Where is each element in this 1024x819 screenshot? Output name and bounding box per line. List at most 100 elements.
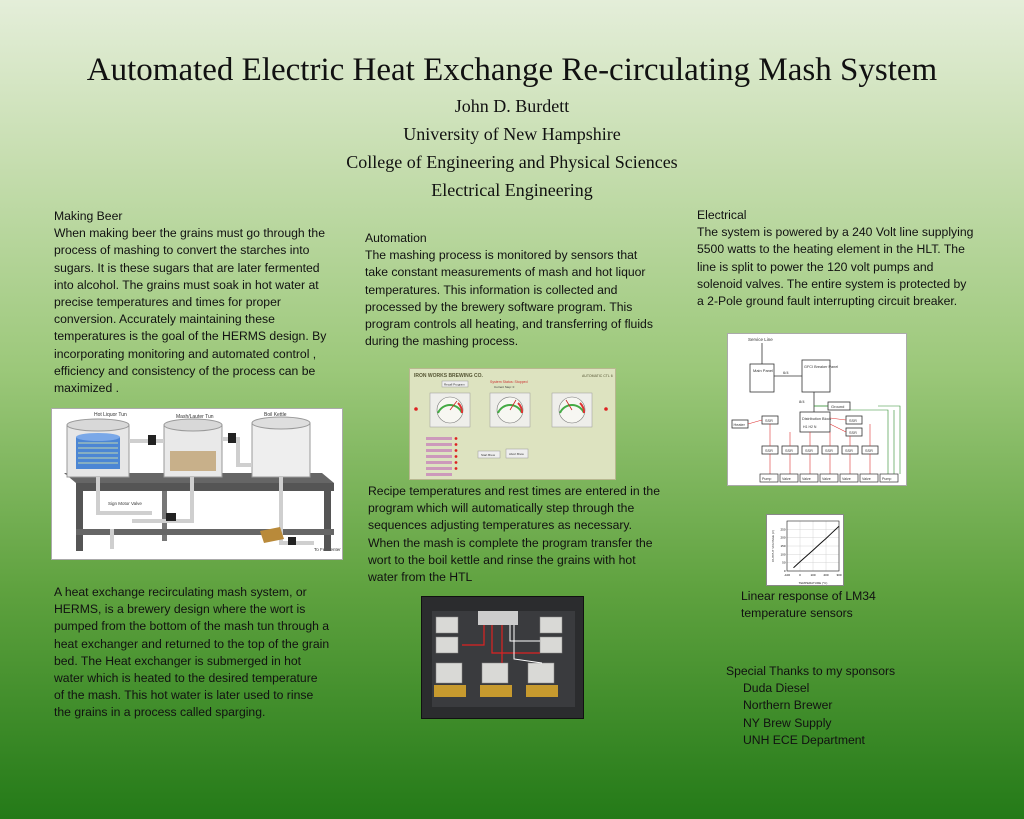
boil-kettle: [251, 422, 311, 478]
x-axis-label: TEMPERATURE (°C): [799, 581, 828, 585]
y-tick-label: 100: [780, 552, 785, 556]
gfci-label: GFCI Breaker Panel: [804, 365, 838, 369]
automation-heading: Automation: [365, 231, 427, 245]
ssr-label: SSR: [805, 449, 813, 453]
sponsor-item: UNH ECE Department: [743, 732, 865, 747]
start-brew-button[interactable]: [477, 450, 501, 459]
ssr-label: SSR: [825, 449, 833, 453]
valve-label: Valve: [862, 477, 871, 481]
frame-leg: [76, 491, 83, 551]
gauge-mash: [489, 392, 531, 428]
ssr-label: SSR: [849, 419, 857, 423]
dist-label: Distribution Block: [802, 417, 831, 421]
y-tick-label: 0: [784, 569, 786, 573]
grain-bed: [170, 451, 216, 471]
automation-section: Automation The mashing process is monito…: [365, 230, 660, 350]
wiring-diagram: Service Line Main Panel 6/4 GFCI Breaker…: [727, 333, 907, 486]
x-tick-label: 200: [823, 573, 828, 577]
y-tick-label: 250: [780, 527, 785, 531]
heat-exchanger-coil: [78, 442, 118, 464]
gauge-hlt: [429, 392, 471, 428]
wiring-svg: Service Line Main Panel 6/4 GFCI Breaker…: [731, 337, 901, 483]
green-wiring: [850, 405, 901, 474]
herms-diagram-svg: Hot Liquor Tun Mash/Lauter Tun Boil Kett…: [64, 412, 341, 552]
department: Electrical Engineering: [431, 180, 593, 200]
herms-section: A heat exchange recirculating mash syste…: [54, 584, 330, 722]
pump-label: Pump: [882, 477, 891, 481]
start-brew-label: Start Brew: [481, 453, 496, 457]
recall-program-label: Recall Program: [444, 383, 465, 387]
sponsor-item: Duda Diesel: [743, 681, 810, 696]
ground-label: Ground: [831, 404, 844, 409]
heat-sinks: [434, 685, 558, 697]
series-line: [793, 525, 840, 569]
valve-label: Valve: [802, 477, 811, 481]
valve-handle: [166, 513, 176, 521]
thanks-heading: Special Thanks to my sponsors: [726, 664, 896, 678]
boil-lid: [251, 416, 311, 430]
white-wires: [509, 625, 543, 664]
abort-brew-button[interactable]: [505, 448, 529, 459]
sponsor-item: NY Brew Supply: [743, 715, 832, 730]
y-axis-label: OUTPUT VOLTAGE (V): [771, 530, 775, 562]
automation-body: The mashing process is monitored by sens…: [365, 248, 653, 349]
ssr-row: [761, 445, 879, 455]
pump-label: Pump: [762, 477, 771, 481]
frame-lower-rail: [76, 529, 334, 535]
gfci-panel: [801, 359, 831, 393]
red-wires: [462, 625, 540, 663]
distribution-block: [799, 411, 831, 433]
software-mode: AUTOMATIC CTL 6: [582, 374, 613, 378]
terminal-block: [478, 611, 518, 625]
gauge-boil: [551, 392, 593, 428]
heater-label: Heater: [734, 423, 746, 427]
university: University of New Hampshire: [403, 124, 621, 144]
frame-leg: [324, 491, 331, 551]
ssr-label: SSR: [849, 431, 857, 435]
dist-sub-label: H1 H2 N: [803, 425, 817, 429]
frame-leg: [162, 491, 167, 541]
lm34-chart: OUTPUT VOLTAGE (V) TEMPERATURE (°C) -100…: [766, 514, 844, 586]
pipes: [96, 437, 314, 549]
valve-handle: [228, 433, 236, 443]
recipe-section: Recipe temperatures and rest times are e…: [368, 483, 664, 586]
valve-handle: [288, 537, 296, 545]
indicator-light: [414, 407, 418, 411]
pump: [260, 527, 284, 543]
plot-area: [786, 520, 840, 572]
software-brand: IRON WORKS BREWING CO.: [414, 373, 483, 379]
valve-label: Valve: [842, 477, 851, 481]
indicator-light: [604, 407, 608, 411]
main-panel-label: Main Panel: [753, 368, 773, 373]
electrical-section: Electrical The system is powered by a 24…: [697, 207, 975, 310]
recipe-body: Recipe temperatures and rest times are e…: [368, 484, 660, 585]
hlt-lid: [66, 418, 130, 432]
hlt-water-top: [76, 433, 120, 441]
frame-rail: [76, 483, 334, 491]
sponsor-item: Northern Brewer: [743, 698, 833, 713]
x-tick-label: -100: [784, 573, 790, 577]
x-tick-label: 0: [799, 573, 801, 577]
step-lights: [454, 437, 458, 470]
electrical-body: The system is powered by a 240 Volt line…: [697, 225, 974, 309]
system-status: System Status: Stopped: [490, 380, 528, 384]
wire-gauge-1: 6/4: [783, 370, 789, 375]
poster-title: Automated Electric Heat Exchange Re-circ…: [86, 52, 938, 88]
ssr-label: SSR: [785, 449, 793, 453]
y-tick-label: 200: [780, 536, 785, 540]
ssr-label: SSR: [765, 449, 773, 453]
ssr-board-photo: [421, 596, 584, 719]
ssr-label: SSR: [865, 449, 873, 453]
author: John D. Burdett: [454, 96, 570, 116]
ssr-board-svg: [432, 611, 575, 707]
making-beer-section: Making Beer When making beer the grains …: [54, 208, 329, 397]
load-row: [759, 473, 899, 483]
ssr-modules: [435, 616, 563, 684]
lm34-chart-svg: OUTPUT VOLTAGE (V) TEMPERATURE (°C) -100…: [771, 520, 842, 585]
recall-program-button[interactable]: [441, 380, 469, 388]
valve-handle: [148, 435, 156, 445]
x-tick-label: 100: [810, 573, 815, 577]
current-step: Current Step: 0: [494, 385, 515, 389]
service-line-label: Service Line: [748, 337, 773, 342]
